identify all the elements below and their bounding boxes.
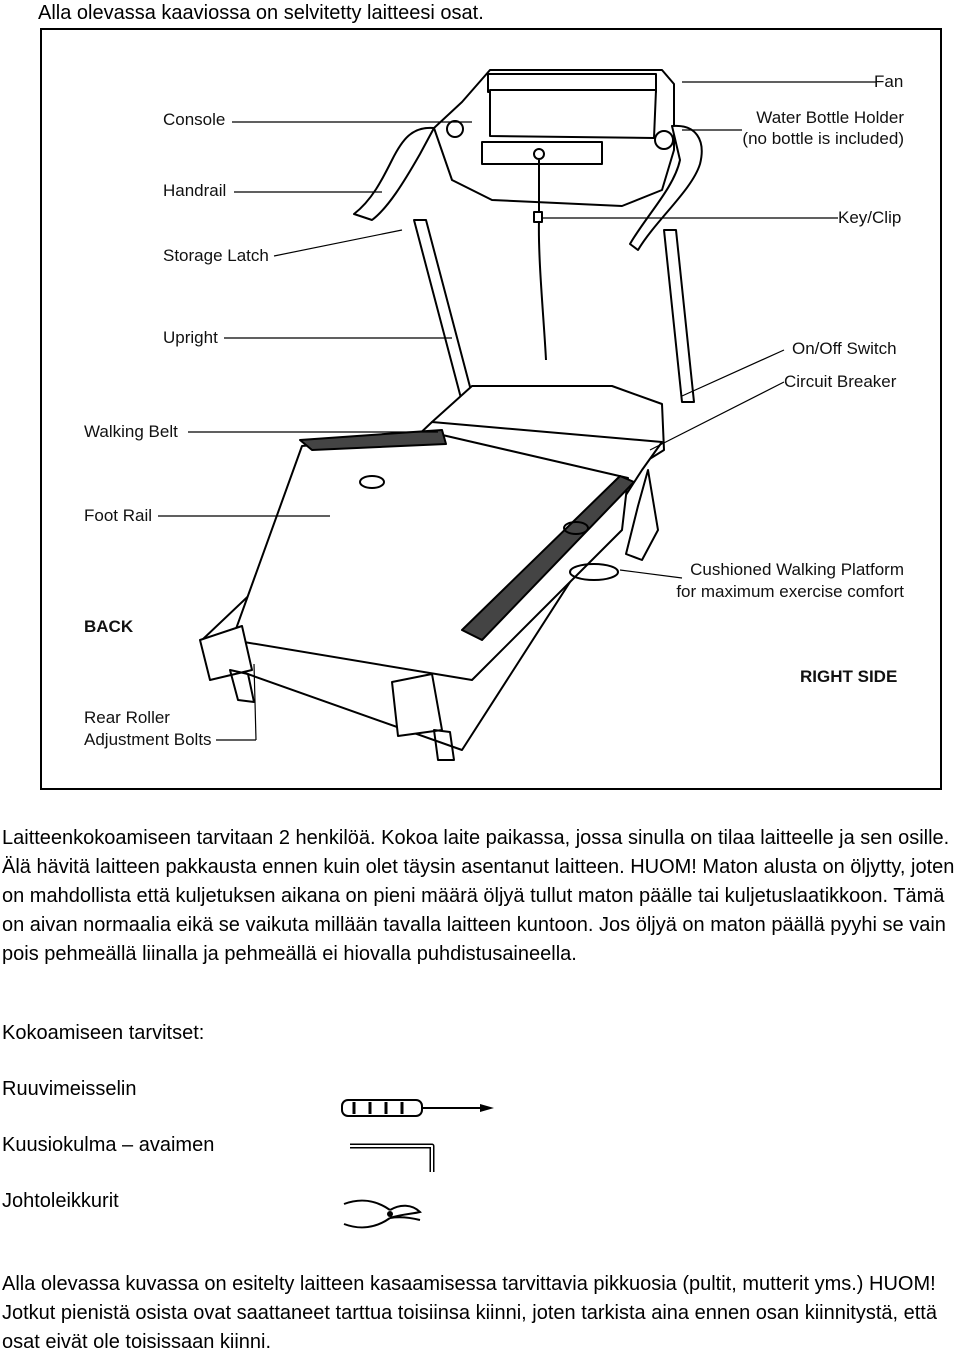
label-cushioned-platform: Cushioned Walking Platform xyxy=(690,560,904,579)
label-water-bottle-note: (no bottle is included) xyxy=(742,129,904,148)
label-foot-rail: Foot Rail xyxy=(84,506,153,525)
instructions-paragraph: Laitteenkokoamiseen tarvitaan 2 henkilöä… xyxy=(2,827,955,965)
wire-cutter-icon xyxy=(343,1199,422,1229)
treadmill-diagram: Fan Water Bottle Holder (no bottle is in… xyxy=(40,28,942,790)
hex-key-icon xyxy=(350,1143,435,1172)
label-upright: Upright xyxy=(163,328,218,347)
label-console: Console xyxy=(163,110,226,129)
label-adjustment-bolts: Adjustment Bolts xyxy=(84,730,212,749)
label-key-clip: Key/Clip xyxy=(838,208,902,227)
small-parts-paragraph: Alla olevassa kuvassa on esitelty laitte… xyxy=(2,1273,937,1353)
tool-wire-cutter-label: Johtoleikkurit xyxy=(2,1190,119,1212)
label-water-bottle-holder: Water Bottle Holder xyxy=(756,108,904,127)
label-right-side: RIGHT SIDE xyxy=(800,667,898,686)
treadmill-drawing xyxy=(158,69,876,761)
label-on-off-switch: On/Off Switch xyxy=(792,339,897,358)
label-fan: Fan xyxy=(874,72,904,91)
tool-hex-key-label: Kuusiokulma – avaimen xyxy=(2,1134,215,1156)
label-handrail: Handrail xyxy=(163,181,227,200)
tools-heading: Kokoamiseen tarvitset: xyxy=(2,1022,205,1044)
label-walking-belt: Walking Belt xyxy=(84,422,178,441)
screwdriver-icon xyxy=(341,1099,494,1117)
intro-text: Alla olevassa kaaviossa on selvitetty la… xyxy=(38,2,484,24)
label-rear-roller: Rear Roller xyxy=(84,708,170,727)
label-back: BACK xyxy=(84,617,134,636)
label-circuit-breaker: Circuit Breaker xyxy=(784,372,897,391)
label-cushioned-note: for maximum exercise comfort xyxy=(676,582,904,601)
label-storage-latch: Storage Latch xyxy=(163,246,269,265)
tool-screwdriver-label: Ruuvimeisselin xyxy=(2,1078,137,1100)
